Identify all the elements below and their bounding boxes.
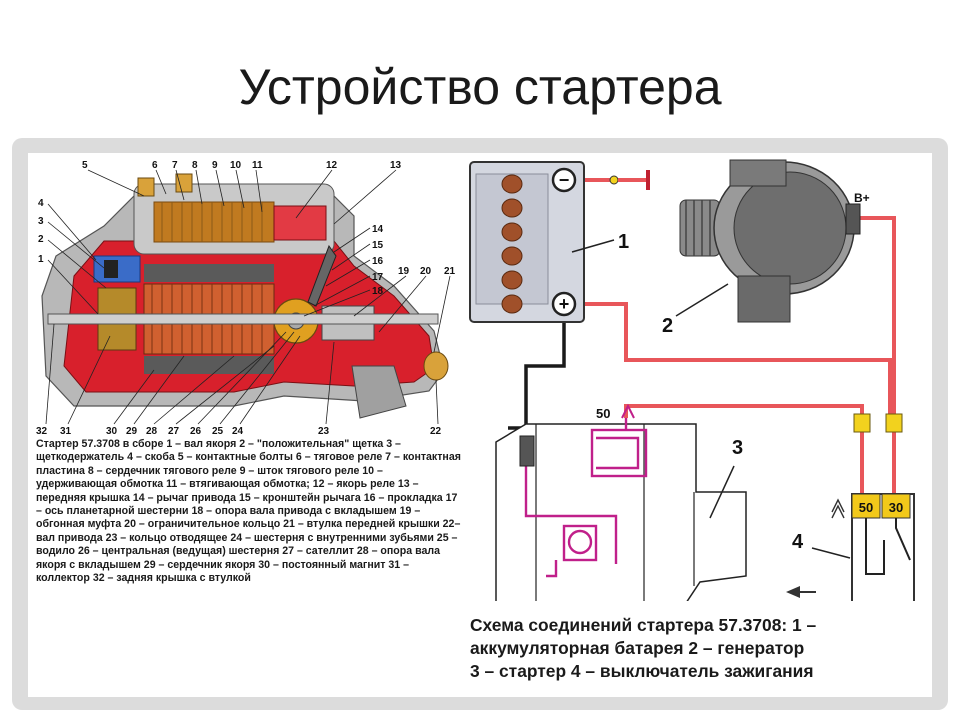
schema-caption-line: 3 – стартер 4 – выключатель зажигания (470, 661, 814, 681)
relay-winding (153, 201, 275, 243)
starter-relay-winding (596, 436, 640, 470)
callout-15: 15 (372, 240, 384, 251)
relay-core (273, 205, 327, 241)
wiring-schematic: − + 1 B+ 2 50 30 4 3 50 (469, 159, 915, 601)
callout-1: 1 (38, 254, 44, 265)
battery-plus-sign: + (559, 294, 570, 314)
callout-3: 3 (38, 216, 44, 227)
schema-caption: Схема соединений стартера 57.3708: 1 – а… (470, 614, 930, 683)
generator-b-plus-label: B+ (854, 191, 870, 205)
slide-title: Устройство стартера (238, 59, 722, 115)
battery-cell (501, 270, 523, 290)
callout-7: 7 (172, 160, 178, 171)
callout-18: 18 (372, 286, 384, 297)
brush (104, 260, 118, 278)
callout-22: 22 (430, 426, 442, 436)
permanent-magnet (144, 356, 274, 374)
drive-lever (307, 244, 337, 307)
leader-2 (675, 283, 729, 317)
callout-25: 25 (212, 426, 224, 436)
starter-cutaway-diagram: 5 6 7 8 9 10 11 12 13 4 3 2 1 14 15 16 1… (36, 160, 456, 436)
callout-10: 10 (230, 160, 242, 171)
callout-12: 12 (326, 160, 338, 171)
armature-shaft (47, 313, 439, 325)
starter-relay-circuit (590, 428, 648, 478)
callout-5: 5 (82, 160, 88, 171)
callout-13: 13 (390, 160, 402, 171)
callout-32: 32 (36, 426, 48, 436)
callout-30: 30 (106, 426, 118, 436)
battery-minus-terminal (551, 167, 577, 193)
starter-terminal-block (519, 435, 535, 467)
schema-caption-line: Схема соединений стартера 57.3708: 1 – (470, 615, 817, 635)
connector (853, 413, 871, 433)
callout-2: 2 (38, 234, 44, 245)
callout-11: 11 (252, 160, 263, 171)
leader-4 (811, 547, 851, 559)
battery-cell (501, 222, 523, 242)
callout-8: 8 (192, 160, 198, 171)
battery-cell (501, 294, 523, 314)
cutaway-description: Стартер 57.3708 в сборе 1 – вал якоря 2 … (36, 438, 461, 585)
battery-cell (501, 246, 523, 266)
connector (885, 413, 903, 433)
callout-4: 4 (38, 198, 44, 209)
ground-node (609, 175, 619, 185)
starter-terminal-50-label: 50 (596, 406, 610, 421)
callout-17: 17 (372, 272, 384, 283)
callout-19: 19 (398, 266, 410, 277)
generator-housing (733, 171, 847, 285)
callout-21: 21 (444, 266, 456, 277)
callout-14: 14 (372, 224, 384, 235)
battery-cell (501, 174, 523, 194)
callout-9: 9 (212, 160, 218, 171)
callout-23: 23 (318, 426, 330, 436)
starter-terminal-arrow-icon (621, 403, 635, 419)
callout-20: 20 (420, 266, 432, 277)
permanent-magnet (144, 264, 274, 282)
contact-bolt (175, 173, 193, 193)
battery-cell (501, 198, 523, 218)
wire-generator-b-plus (858, 216, 896, 414)
switch-terminal-50-label: 50 (859, 500, 873, 515)
wire-battery-plus-generator (564, 302, 892, 414)
starter-ground-circuit (546, 560, 558, 578)
leader-3 (709, 465, 735, 519)
callout-28: 28 (146, 426, 158, 436)
label-battery: 1 (618, 231, 629, 253)
starter-body (495, 423, 747, 601)
label-ignition-switch: 4 (792, 531, 804, 553)
generator-terminal-block (845, 203, 861, 235)
callout-6: 6 (152, 160, 158, 171)
drive-pinion (423, 351, 449, 381)
battery-plus-terminal (551, 291, 577, 317)
wire-starter-50 (624, 404, 864, 418)
callout-31: 31 (60, 426, 72, 436)
label-starter: 3 (732, 437, 743, 459)
mounting-flange (351, 365, 407, 419)
battery-minus-sign: − (559, 170, 570, 190)
ground-arrow-icon (786, 586, 800, 598)
starter-armature-symbol (567, 529, 593, 555)
callout-16: 16 (372, 256, 384, 267)
schema-caption-line: аккумуляторная батарея 2 – генератор (470, 638, 805, 658)
switch-contacts (865, 518, 911, 575)
switch-terminal-30-label: 30 (889, 500, 903, 515)
generator-mount (729, 159, 787, 187)
callout-26: 26 (190, 426, 202, 436)
starter-motor-circuit (524, 456, 618, 564)
callout-27: 27 (168, 426, 180, 436)
terminal-arrow-icon (831, 498, 845, 519)
label-generator: 2 (662, 315, 673, 337)
callout-24: 24 (232, 426, 244, 436)
contact-bolt (137, 177, 155, 197)
leader-1 (571, 239, 615, 253)
starter-brush-box (562, 524, 598, 562)
generator-mount (737, 275, 791, 323)
callout-29: 29 (126, 426, 138, 436)
